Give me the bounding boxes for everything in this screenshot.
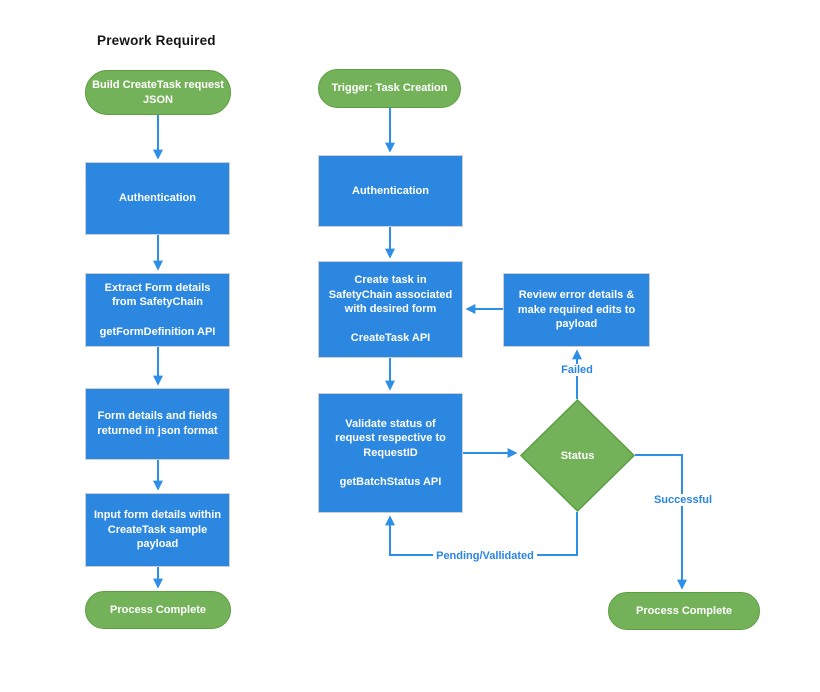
edge-label-failed: Failed	[558, 364, 596, 376]
node-create-task: Create task in SafetyChain associated wi…	[318, 261, 463, 358]
node-input-form-details: Input form details within CreateTask sam…	[85, 493, 230, 567]
status-diamond-shape	[520, 399, 635, 512]
node-process-complete-main: Process Complete	[608, 592, 760, 630]
connector-status-pending-to-validate	[385, 512, 578, 556]
node-trigger-task-creation: Trigger: Task Creation	[318, 69, 461, 108]
node-review-error-details: Review error details & make required edi…	[503, 273, 650, 347]
diagram-title: Prework Required	[97, 33, 216, 48]
node-build-createtask-request-json: Build CreateTask request JSON	[85, 70, 231, 115]
node-authentication-main: Authentication	[318, 155, 463, 227]
node-process-complete-prework: Process Complete	[85, 591, 231, 629]
node-authentication-prework: Authentication	[85, 162, 230, 235]
node-validate-status: Validate status of request respective to…	[318, 393, 463, 513]
node-extract-form-details: Extract Form details from SafetyChain ge…	[85, 273, 230, 347]
status-diamond-label: Status	[560, 449, 595, 462]
connector-status-successful-to-complete	[635, 454, 687, 590]
edge-label-successful: Successful	[650, 494, 716, 506]
node-form-details-returned: Form details and fields returned in json…	[85, 388, 230, 460]
edge-label-pending-validated: Pending/Vallidated	[433, 550, 537, 562]
decision-status: Status	[520, 399, 635, 512]
